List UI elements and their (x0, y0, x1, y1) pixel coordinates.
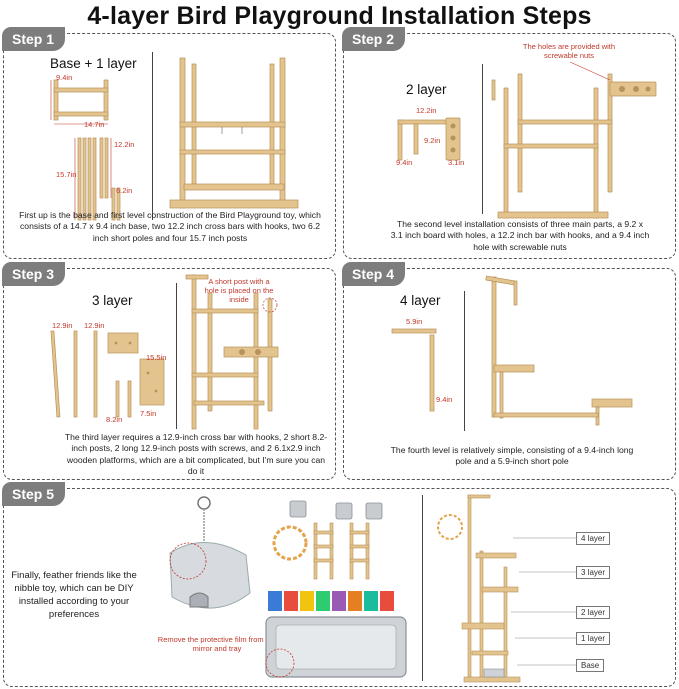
step4-panel: Step 4 4 layer 5.9in 9.4in The fourth le… (342, 262, 676, 480)
step1-assembled-illustration (169, 57, 299, 209)
step3-divider (176, 283, 177, 429)
step2-badge: Step 2 (342, 27, 406, 51)
assembly-label-2-layer: 2 layer (576, 606, 611, 619)
full-assembly-illustration (437, 494, 521, 683)
assembly-leader-lines (511, 537, 576, 666)
accessories-illustration (268, 500, 394, 611)
step5-badge: Step 5 (2, 482, 66, 506)
step1-dim-3: 12.2in (114, 140, 135, 149)
step2-layer-label: 2 layer (406, 82, 447, 97)
step1-dim-2: 14.7in (84, 120, 105, 129)
step1-dim-1: 9.4in (56, 73, 73, 82)
step2-description: The second level installation consists o… (390, 219, 650, 252)
step1-panel: Step 1 Base + 1 layer 9.4in 14.7in 12.2i… (2, 27, 336, 259)
assembly-label-base: Base (576, 659, 605, 672)
step4-dim-1: 5.9in (406, 317, 423, 326)
step2-dim-1: 12.2in (416, 106, 437, 115)
step3-dim-4: 8.2in (106, 415, 123, 424)
assembly-label-3-layer: 3 layer (576, 566, 611, 579)
step2-parts-illustration (397, 117, 461, 161)
step1-dim-4: 15.7in (56, 170, 77, 179)
step2-assembled-illustration (491, 61, 657, 219)
step4-parts-illustration (391, 328, 437, 412)
assembly-label-4-layer: 4 layer (576, 532, 611, 545)
step1-layer-label: Base + 1 layer (50, 56, 137, 71)
step2-dim-3: 9.4in (396, 158, 413, 167)
step3-dim-2: 12.9in (84, 321, 105, 330)
step3-layer-label: 3 layer (92, 293, 133, 308)
step3-dim-5: 7.5in (140, 409, 157, 418)
mirror-toy-illustration (169, 496, 251, 609)
step1-dim-5: 6.2in (116, 186, 133, 195)
step2-divider (482, 64, 483, 214)
step2-note: The holes are provided with screwable nu… (522, 42, 616, 60)
step3-badge: Step 3 (2, 262, 66, 286)
step4-description: The fourth level is relatively simple, c… (390, 445, 634, 467)
step1-parts-illustration (50, 79, 121, 221)
step3-parts-illustration (50, 330, 165, 418)
assembly-label-1-layer: 1 layer (576, 632, 611, 645)
step2-panel: Step 2 The holes are provided with screw… (342, 27, 676, 259)
step1-divider (152, 52, 153, 220)
step4-assembled-illustration (485, 275, 633, 426)
step2-dim-2: 9.2in (424, 136, 441, 145)
step3-dim-1: 12.9in (52, 321, 73, 330)
step3-assembled-illustration (185, 274, 279, 430)
step3-panel: Step 3 3 layer A short post with a hole … (2, 262, 336, 480)
step2-dim-4: 3.1in (448, 158, 465, 167)
step3-dim-3: 15.5in (146, 353, 167, 362)
step4-layer-label: 4 layer (400, 293, 441, 308)
step5-divider (422, 495, 423, 681)
step4-dim-2: 9.4in (436, 395, 453, 404)
step5-description: Finally, feather friends like the nibble… (11, 570, 137, 620)
step3-description: The third layer requires a 12.9-inch cro… (64, 432, 328, 476)
page-title: 4-layer Bird Playground Installation Ste… (87, 2, 592, 30)
step4-badge: Step 4 (342, 262, 406, 286)
step5-panel: Step 5 Finally, feather friends like the… (2, 482, 676, 687)
step3-note: A short post with a hole is placed on th… (204, 277, 274, 304)
step1-badge: Step 1 (2, 27, 66, 51)
tray-illustration (265, 616, 407, 678)
step5-note: Remove the protective film from the mirr… (157, 635, 277, 653)
step4-divider (464, 291, 465, 431)
step1-description: First up is the base and first level con… (19, 210, 321, 243)
